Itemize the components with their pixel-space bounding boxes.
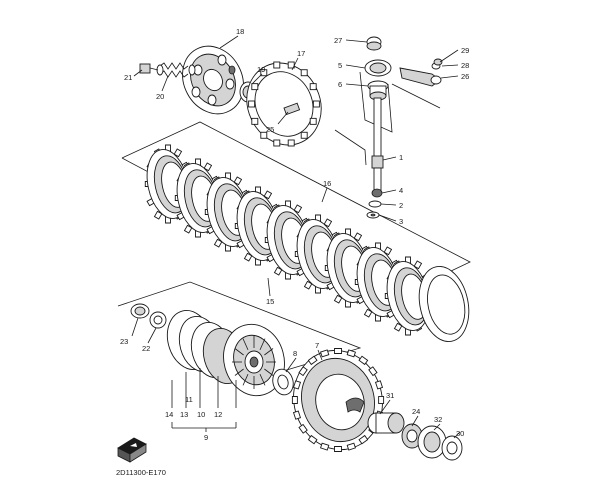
label-28: 28 [461, 61, 469, 70]
friction-ring-17 [246, 61, 322, 147]
label-26: 26 [461, 72, 469, 81]
label-20: 20 [156, 92, 164, 101]
pressure-plate [182, 45, 244, 115]
label-21: 21 [124, 73, 132, 82]
label-6: 6 [338, 80, 342, 89]
label-27: 27 [334, 36, 342, 45]
push-rod-assembly [364, 36, 392, 219]
label-30: 30 [456, 429, 464, 438]
label-10: 10 [197, 410, 205, 419]
clutch-housing-7 [291, 348, 385, 452]
label-7: 7 [315, 341, 319, 350]
label-22: 22 [142, 344, 150, 353]
push-lever [399, 58, 443, 87]
label-17: 17 [297, 49, 305, 58]
label-32: 32 [434, 415, 442, 424]
clutch-spring-and-bolt [139, 62, 196, 78]
label-15: 15 [266, 297, 274, 306]
label-8: 8 [293, 349, 297, 358]
label-14: 14 [165, 410, 173, 419]
nut-and-washer [130, 303, 167, 329]
label-5: 5 [338, 61, 342, 70]
label-29: 29 [461, 46, 469, 55]
label-16: 16 [323, 179, 331, 188]
label-9: 9 [204, 433, 208, 442]
label-1: 1 [399, 153, 403, 162]
clutch-plate-stack [144, 144, 470, 342]
label-12: 12 [214, 410, 222, 419]
label-4: 4 [399, 186, 403, 195]
leader-lines [131, 35, 461, 439]
label-3: 3 [399, 217, 403, 226]
label-23: 23 [120, 337, 128, 346]
label-2: 2 [399, 201, 403, 210]
label-18: 18 [236, 27, 244, 36]
label-11: 11 [185, 395, 193, 404]
label-31: 31 [386, 391, 394, 400]
diagram-code: 2D11300-E170 [116, 468, 166, 477]
label-25: 25 [266, 125, 274, 134]
callout-labels: 18 17 19 21 20 25 27 5 6 29 28 26 1 4 2 … [120, 27, 469, 442]
thrust-washer-8 [272, 368, 294, 396]
spacer-bearing-gear [367, 412, 463, 461]
clutch-boss-assembly [166, 310, 285, 397]
label-13: 13 [180, 410, 188, 419]
label-19: 19 [257, 65, 265, 74]
front-direction-icon [117, 437, 147, 463]
label-24: 24 [412, 407, 420, 416]
